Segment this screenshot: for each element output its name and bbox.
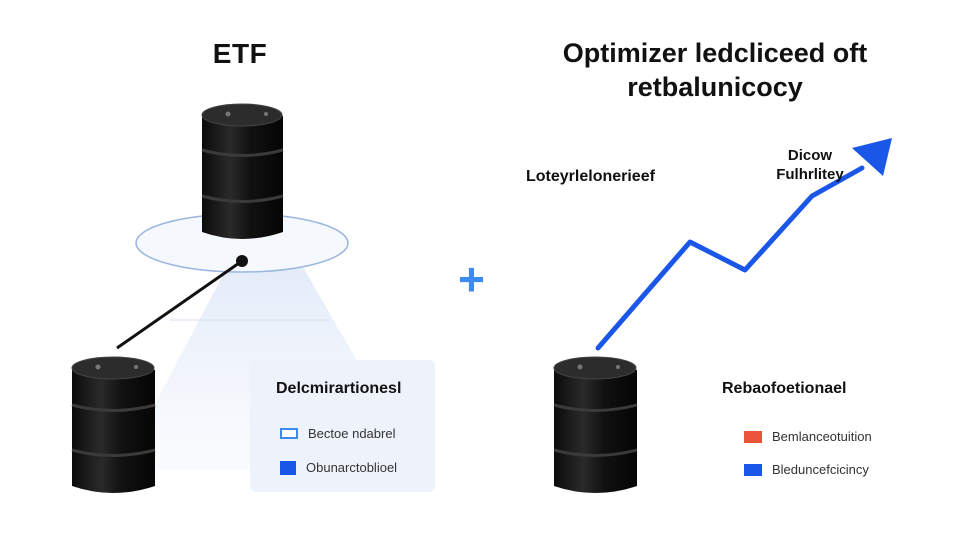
left-legend-item: Obunarctoblioel	[280, 460, 397, 475]
blue-swatch-icon	[744, 463, 762, 476]
connector-line	[116, 259, 243, 350]
arrow-label: Dicow Fulhrlitey	[760, 146, 860, 184]
barrel-icon-right	[553, 356, 638, 493]
etf-title: ETF	[212, 38, 268, 69]
optimizer-title: Optimizer ledcliceed oft retbalunicocy	[520, 36, 910, 104]
left-legend-item: Bectoe ndabrel	[280, 426, 395, 441]
orange-swatch-icon	[744, 430, 762, 443]
optimizer-title-line-1: Optimizer ledcliceed oft	[562, 38, 868, 68]
plus-icon: +	[458, 253, 485, 305]
arrow-label-line-2: Fulhrlitey	[776, 166, 844, 183]
right-legend-item: Bleduncefcicincy	[744, 462, 869, 477]
outline-swatch-icon	[280, 428, 298, 439]
left-legend-title: Delcmirartionesl	[276, 380, 402, 397]
barrel-icon-left	[71, 356, 156, 493]
side-label: Loteyrlelonerieef	[526, 168, 655, 185]
solid-swatch-icon	[280, 460, 296, 475]
right-legend-item: Bemlanceotuition	[744, 429, 872, 444]
left-legend-item-label: Bectoe ndabrel	[308, 426, 396, 441]
arrow-label-line-1: Dicow	[787, 147, 833, 164]
right-legend-title: Rebaofoetionael	[722, 380, 847, 397]
connector-dot	[236, 255, 248, 267]
left-legend-item-label: Obunarctoblioel	[306, 460, 398, 475]
right-legend-item-label: Bemlanceotuition	[772, 429, 872, 444]
trend-arrow-icon	[595, 138, 892, 351]
optimizer-title-line-2: retbalunicocy	[627, 72, 803, 102]
barrel-icon-top	[201, 103, 284, 239]
right-legend-item-label: Bleduncefcicincy	[772, 462, 869, 477]
